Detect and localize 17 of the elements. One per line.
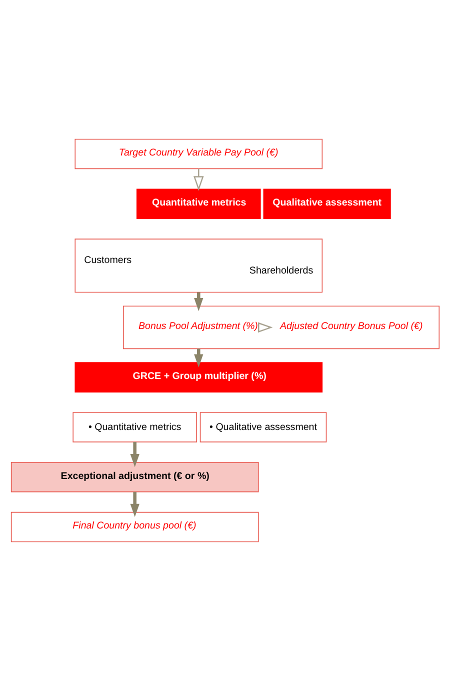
- node-box: Exceptional adjustment (€ or %): [10, 461, 259, 492]
- node-text: Bonus Pool Adjustment (%): [138, 320, 258, 332]
- node-text: Adjusted Country Bonus Pool (€): [280, 320, 423, 332]
- arrow: [193, 168, 204, 190]
- arrow: [130, 491, 140, 517]
- node-box: Qualitative assessment: [263, 188, 391, 219]
- node-box: • Qualitative assessment: [200, 412, 327, 442]
- node-box: • Quantitative metrics: [72, 412, 197, 442]
- arrow: [194, 292, 204, 311]
- arrow: [130, 442, 140, 467]
- node-box: Target Country Variable Pay Pool (€): [74, 138, 323, 169]
- node-box: Final Country bonus pool (€): [10, 511, 259, 542]
- node-box: Customers Shareholderds: [74, 238, 323, 292]
- arrow: [258, 322, 273, 332]
- cluster: [122, 305, 440, 349]
- node-box: GRCE + Group multiplier (%): [74, 362, 323, 392]
- node-box: Quantitative metrics: [136, 188, 261, 219]
